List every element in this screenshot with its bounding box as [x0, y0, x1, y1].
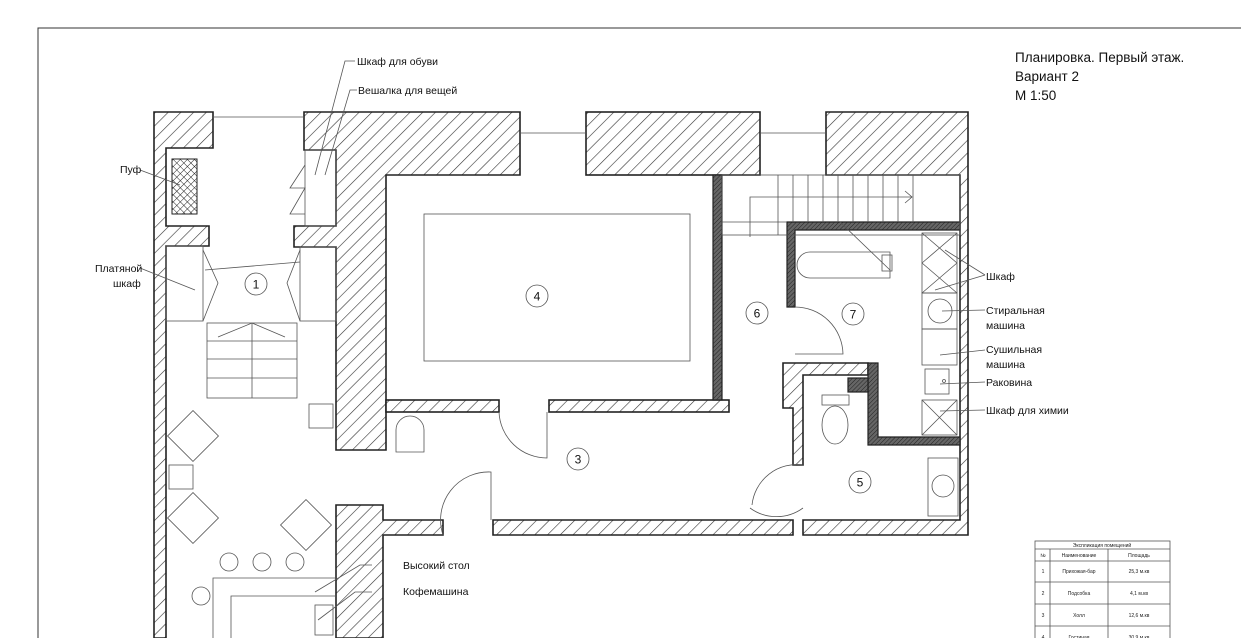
table-caption: Экспликация помещений — [1073, 542, 1132, 549]
label-chem-cabinet: Шкаф для химии — [986, 405, 1069, 417]
room-number-7: 7 — [841, 302, 865, 326]
room-number-3: 3 — [566, 447, 590, 471]
svg-text:7: 7 — [850, 308, 857, 322]
table-header-num: № — [1040, 553, 1045, 559]
label-high-table: Высокий стол — [403, 560, 470, 572]
drawing-frame — [37, 27, 1241, 638]
room-number-4: 4 — [525, 284, 549, 308]
svg-text:6: 6 — [754, 307, 761, 321]
rug — [423, 213, 691, 362]
table-cell: 25,3 м.кв — [1129, 569, 1150, 575]
chem-cabinet-box — [921, 399, 958, 436]
table-cell: 12,6 м.кв — [1129, 613, 1150, 619]
svg-text:4: 4 — [534, 290, 541, 304]
label-washer-2: машина — [986, 320, 1025, 332]
table-cell: 3 — [1042, 613, 1045, 619]
label-washer: Стиральная — [986, 305, 1045, 317]
leader-lines — [139, 60, 986, 621]
label-shoe-cabinet: Шкаф для обуви — [357, 56, 438, 68]
room-number-5: 5 — [848, 470, 872, 494]
table-cell: Прихожая-бар — [1062, 569, 1095, 575]
shoe-cabinet — [304, 149, 337, 227]
bathtub — [796, 251, 891, 279]
plan-scale: М 1:50 — [1015, 88, 1056, 103]
label-dryer: Сушильная — [986, 344, 1042, 356]
svg-text:5: 5 — [857, 476, 864, 490]
doors — [440, 306, 844, 536]
sink-box — [924, 368, 950, 395]
table-header-area: Площадь — [1128, 553, 1150, 559]
svg-text:1: 1 — [253, 278, 260, 292]
table-cell: 2 — [1042, 591, 1045, 597]
table-cell: Подсобка — [1068, 591, 1091, 597]
table-cell: Холл — [1073, 613, 1085, 619]
plan-variant: Вариант 2 — [1015, 69, 1079, 84]
label-sink: Раковина — [986, 377, 1032, 389]
toilet — [821, 405, 849, 445]
label-coffee-machine: Кофемашина — [403, 586, 469, 598]
label-wardrobe: Платяной — [95, 263, 142, 275]
label-dryer-2: машина — [986, 359, 1025, 371]
label-cabinet: Шкаф — [986, 271, 1015, 283]
entry-furniture — [165, 149, 425, 638]
table-cell: Гостиная — [1069, 635, 1090, 638]
room-numbers: 1 3 4 5 6 7 — [244, 272, 872, 494]
table-cell: 4,1 м.кв — [1130, 591, 1148, 597]
room-number-6: 6 — [745, 301, 769, 325]
staircase — [721, 174, 961, 271]
label-hanger: Вешалка для вещей — [358, 85, 457, 97]
label-pouf: Пуф — [120, 164, 142, 176]
table-cell: 30,9 м.кв — [1129, 635, 1150, 638]
plan-title: Планировка. Первый этаж. — [1015, 50, 1184, 65]
label-wardrobe-2: шкаф — [113, 278, 141, 290]
table-cell: 1 — [1042, 569, 1045, 575]
wardrobe-right — [299, 246, 337, 322]
table-header-name: Наименование — [1062, 553, 1097, 559]
washbasin — [931, 474, 955, 498]
cabinet-box — [921, 232, 958, 294]
table-cell: 4 — [1042, 635, 1045, 638]
svg-text:3: 3 — [575, 453, 582, 467]
dryer-box — [921, 328, 958, 366]
walls — [153, 111, 969, 638]
windows — [213, 116, 826, 134]
explication-table: Экспликация помещений № Наименование Пло… — [1034, 540, 1171, 638]
wardrobe-left — [165, 245, 204, 322]
pouf — [171, 158, 198, 215]
room-number-1: 1 — [244, 272, 268, 296]
